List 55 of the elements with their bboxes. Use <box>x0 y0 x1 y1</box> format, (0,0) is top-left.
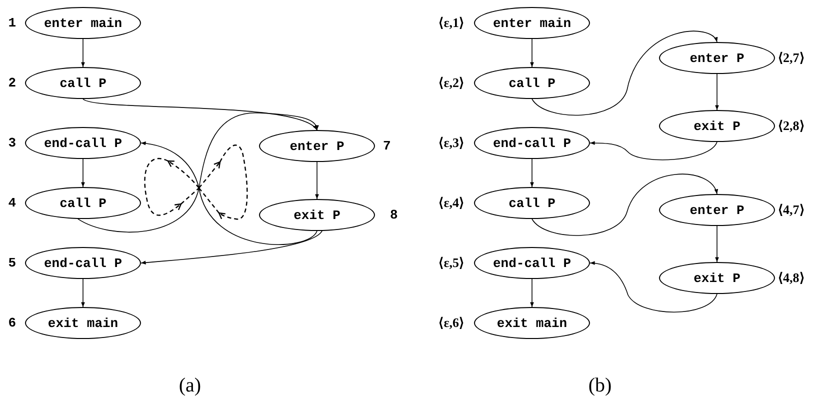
panel-caption: (b) <box>588 374 612 398</box>
arrow <box>81 38 85 68</box>
node-number: ⟨4,7⟩ <box>778 202 804 218</box>
arrow <box>82 98 318 130</box>
arrow <box>590 261 718 313</box>
arrow <box>530 278 534 308</box>
node-label: exit P <box>694 118 740 134</box>
arrow <box>140 142 318 245</box>
arrow <box>78 112 318 232</box>
arrow <box>315 162 319 200</box>
node-label: call P <box>60 196 106 210</box>
node-label: enter P <box>690 50 744 66</box>
arrow <box>81 278 85 308</box>
arrow <box>590 141 718 160</box>
node-label: end-call P <box>44 256 122 270</box>
node-label: end-call P <box>44 136 122 150</box>
node-label: exit main <box>496 316 568 330</box>
node-number: 4 <box>8 196 16 210</box>
node-label: exit P <box>294 208 340 222</box>
node-number: ⟨ε,4⟩ <box>438 195 464 211</box>
arrow <box>530 38 534 68</box>
node-label: exit main <box>48 316 118 330</box>
node-label: enter main <box>44 16 122 30</box>
node-number: 7 <box>383 138 391 154</box>
node-number: ⟨ε,5⟩ <box>438 255 464 271</box>
node-number: ⟨ε,3⟩ <box>438 135 464 151</box>
node-label: call P <box>60 76 106 90</box>
arrow <box>532 30 718 116</box>
node-number: 1 <box>8 16 16 30</box>
node-number: 2 <box>8 76 16 90</box>
arrow <box>715 74 719 110</box>
arrow <box>532 174 718 236</box>
node-number: 8 <box>390 208 398 222</box>
node-number: 6 <box>8 316 16 330</box>
node-label: enter P <box>690 202 744 218</box>
node-number: ⟨ε,6⟩ <box>438 315 464 331</box>
node-number: ⟨2,7⟩ <box>778 50 804 66</box>
node-label: enter P <box>290 138 344 154</box>
panel-caption: (a) <box>178 374 202 398</box>
node-number: ⟨4,8⟩ <box>778 270 804 286</box>
arrow <box>530 158 534 188</box>
node-number: 3 <box>8 136 16 150</box>
node-label: enter main <box>492 16 571 30</box>
node-label: end-call P <box>492 136 571 150</box>
node-label: exit P <box>694 270 740 286</box>
arrow <box>140 230 322 265</box>
node-number: ⟨ε,1⟩ <box>438 15 464 31</box>
node-number: ⟨2,8⟩ <box>778 118 804 134</box>
node-number: 5 <box>8 256 16 270</box>
node-label: end-call P <box>492 256 571 270</box>
node-label: call P <box>508 76 556 90</box>
node-number: ⟨ε,2⟩ <box>438 75 464 91</box>
arrow <box>81 158 85 188</box>
arrow <box>715 226 719 262</box>
node-label: call P <box>508 196 556 210</box>
